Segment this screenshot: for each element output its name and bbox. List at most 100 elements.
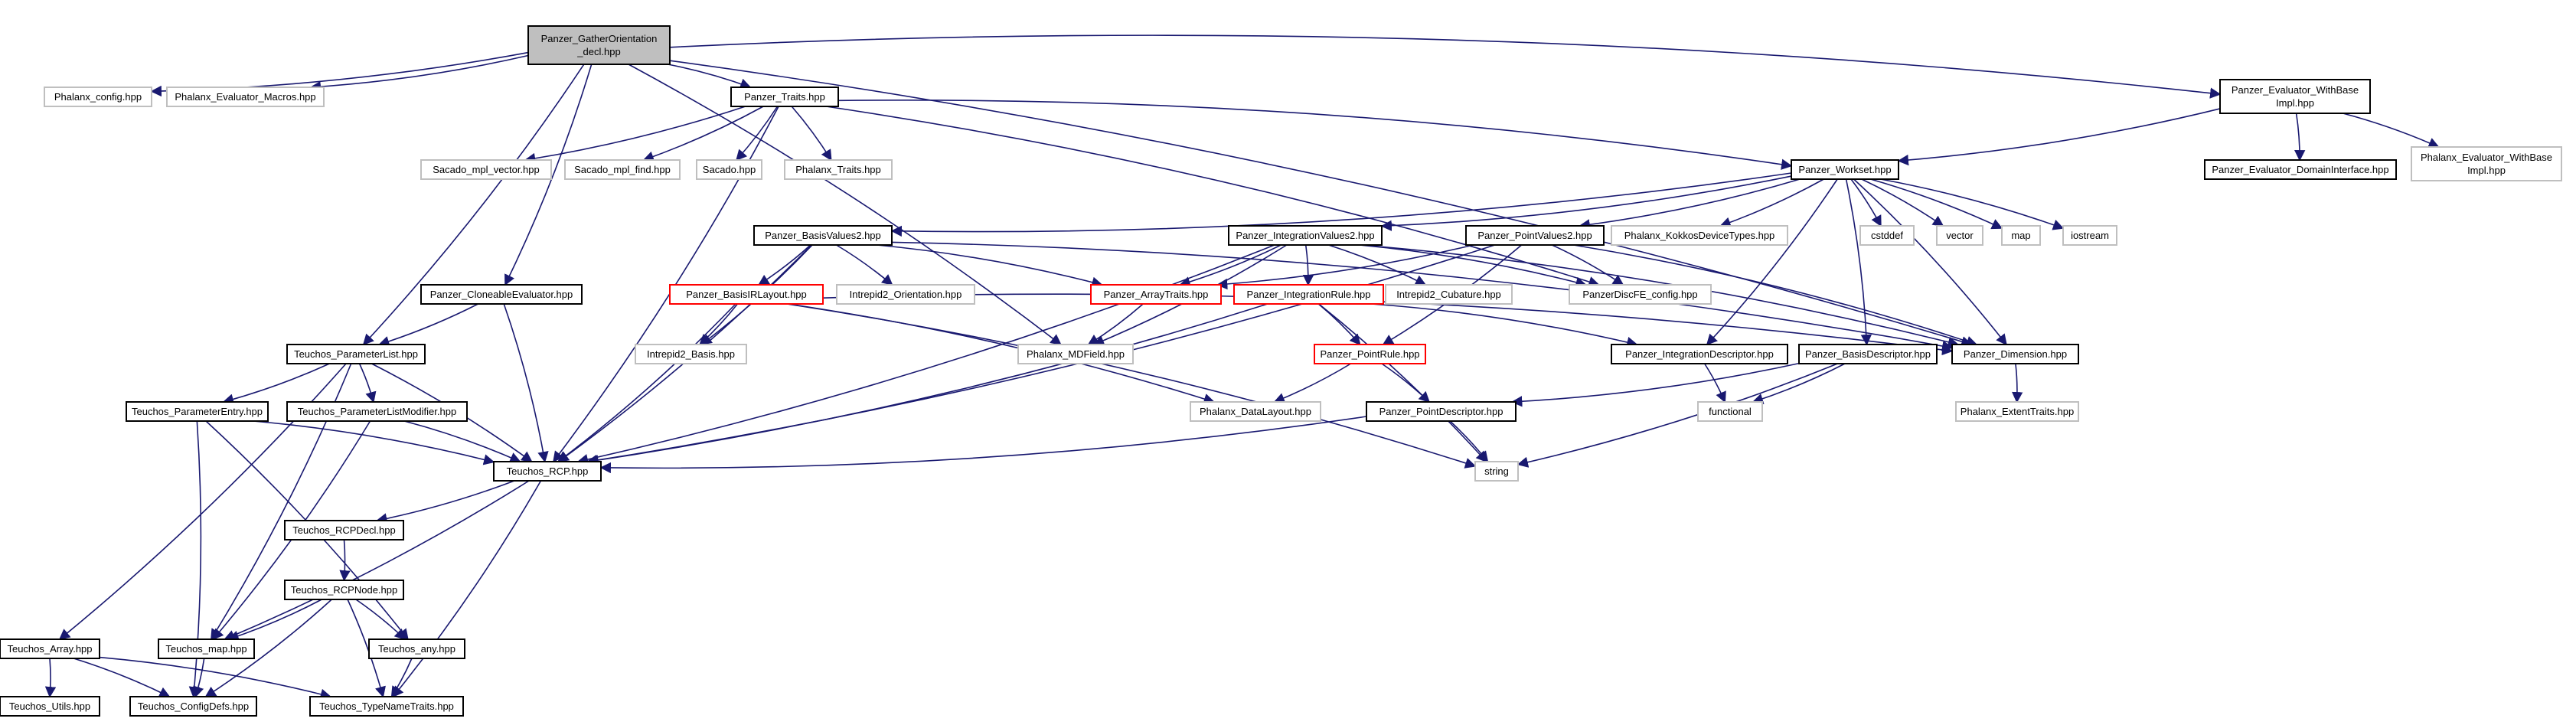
- node-box: [730, 87, 839, 107]
- node-label: Teuchos_map.hpp: [165, 643, 246, 655]
- node-string: string: [1474, 461, 1519, 482]
- node-label: Panzer_PointValues2.hpp: [1477, 230, 1592, 241]
- node-phalanx-kokkosdevicetypes-hpp: Phalanx_KokkosDeviceTypes.hpp: [1611, 225, 1788, 246]
- node-label: Teuchos_RCPDecl.hpp: [292, 524, 395, 536]
- node-box: [1233, 284, 1384, 305]
- edge-n12-to-n22: [836, 244, 893, 286]
- node-label: Teuchos_RCPNode.hpp: [291, 584, 397, 596]
- node-teuchos-typenametraits-hpp[interactable]: Teuchos_TypeNameTraits.hpp: [309, 696, 464, 717]
- node-panzer-pointvalues2-hpp[interactable]: Panzer_PointValues2.hpp: [1465, 225, 1605, 246]
- node-box: [836, 284, 975, 305]
- edge-n43-to-n45: [227, 599, 322, 642]
- edge-n30-to-n36: [1273, 363, 1351, 403]
- node-box: [1314, 344, 1426, 364]
- node-teuchos-map-hpp[interactable]: Teuchos_map.hpp: [158, 638, 255, 659]
- dependency-edges: [44, 34, 2440, 700]
- node-panzer-evaluator-domaininterface-hpp[interactable]: Panzer_Evaluator_DomainInterface.hpp: [2204, 159, 2397, 180]
- node-panzer-integrationrule-hpp[interactable]: Panzer_IntegrationRule.hpp: [1233, 284, 1384, 305]
- node-panzer-basisirlayout-hpp[interactable]: Panzer_BasisIRLayout.hpp: [669, 284, 824, 305]
- node-panzer-basisdescriptor-hpp[interactable]: Panzer_BasisDescriptor.hpp: [1798, 344, 1938, 364]
- dependency-nodes: Panzer_GatherOrientation_decl.hppPhalanx…: [0, 25, 2562, 717]
- node-label: Panzer_IntegrationDescriptor.hpp: [1625, 348, 1774, 360]
- node-box: [1366, 401, 1517, 422]
- node-teuchos-rcpdecl-hpp[interactable]: Teuchos_RCPDecl.hpp: [284, 520, 404, 540]
- node-map: map: [2001, 225, 2041, 246]
- node-teuchos-array-hpp[interactable]: Teuchos_Array.hpp: [0, 638, 100, 659]
- node-panzer-cloneableevaluator-hpp[interactable]: Panzer_CloneableEvaluator.hpp: [420, 284, 583, 305]
- node-sacado-mpl-vector-hpp: Sacado_mpl_vector.hpp: [420, 159, 552, 180]
- edge-n20-to-n40: [503, 303, 549, 463]
- node-teuchos-parameterlist-hpp[interactable]: Teuchos_ParameterList.hpp: [286, 344, 426, 364]
- edge-n9-to-n12: [890, 172, 1792, 237]
- node-label: cstddef: [1871, 230, 1903, 241]
- edge-n34-to-n40: [253, 420, 495, 465]
- edge-n37-to-n40: [599, 416, 1367, 474]
- node-panzer-basisvalues2-hpp[interactable]: Panzer_BasisValues2.hpp: [753, 225, 893, 246]
- node-box: [284, 580, 404, 600]
- node-box: [1611, 225, 1788, 246]
- node-box: [1936, 225, 1983, 246]
- node-panzer-pointdescriptor-hpp[interactable]: Panzer_PointDescriptor.hpp: [1366, 401, 1517, 422]
- node-box: [0, 638, 100, 659]
- node-label: Panzer_Dimension.hpp: [1964, 348, 2067, 360]
- edge-n13-to-n33: [1362, 244, 1960, 348]
- edge-n13-to-n23: [1179, 244, 1281, 288]
- node-teuchos-utils-hpp[interactable]: Teuchos_Utils.hpp: [0, 696, 100, 717]
- node-panzer-workset-hpp[interactable]: Panzer_Workset.hpp: [1791, 159, 1899, 180]
- node-label: string: [1484, 465, 1509, 477]
- edge-n0-to-n29: [628, 64, 1062, 345]
- node-panzer-dimension-hpp[interactable]: Panzer_Dimension.hpp: [1951, 344, 2079, 364]
- node-box: [784, 159, 893, 180]
- node-label: Panzer_PointDescriptor.hpp: [1379, 406, 1503, 417]
- node-teuchos-any-hpp[interactable]: Teuchos_any.hpp: [368, 638, 465, 659]
- node-teuchos-rcpnode-hpp[interactable]: Teuchos_RCPNode.hpp: [284, 580, 404, 600]
- node-vector: vector: [1936, 225, 1983, 246]
- node-teuchos-parameterlistmodifier-hpp[interactable]: Teuchos_ParameterListModifier.hpp: [286, 401, 468, 422]
- node-box: [420, 159, 552, 180]
- node-label: Panzer_ArrayTraits.hpp: [1104, 289, 1209, 300]
- node-box: [126, 401, 269, 422]
- edge-n9-to-n16: [1850, 178, 1882, 227]
- node-panzer-traits-hpp[interactable]: Panzer_Traits.hpp: [730, 87, 839, 107]
- edge-n9-to-n14: [1579, 178, 1801, 230]
- edge-n40-to-n42: [376, 480, 515, 524]
- node-label: Panzer_IntegrationValues2.hpp: [1236, 230, 1374, 241]
- edge-n3-to-n6: [642, 106, 764, 162]
- edge-n9-to-n33: [1853, 178, 2007, 346]
- node-box: [1951, 344, 2079, 364]
- edge-n0-to-n27: [362, 64, 585, 346]
- node-iostream: iostream: [2062, 225, 2117, 246]
- node-label: Phalanx_Evaluator_WithBase: [2421, 152, 2552, 163]
- node-box: [2219, 79, 2371, 114]
- node-label: Intrepid2_Basis.hpp: [647, 348, 735, 360]
- node-panzer-integrationvalues2-hpp[interactable]: Panzer_IntegrationValues2.hpp: [1228, 225, 1383, 246]
- node-intrepid2-orientation-hpp: Intrepid2_Orientation.hpp: [836, 284, 975, 305]
- node-panzer-gatherorientation-decl-hpp[interactable]: Panzer_GatherOrientation_decl.hpp: [527, 25, 671, 65]
- node-teuchos-rcp-hpp[interactable]: Teuchos_RCP.hpp: [493, 461, 602, 482]
- edge-n37-to-n41: [1449, 420, 1489, 463]
- node-panzerdiscfe-config-hpp: PanzerDiscFE_config.hpp: [1569, 284, 1712, 305]
- edge-n44-to-n48: [73, 658, 171, 697]
- node-panzer-arraytraits-hpp[interactable]: Panzer_ArrayTraits.hpp: [1090, 284, 1222, 305]
- node-teuchos-configdefs-hpp[interactable]: Teuchos_ConfigDefs.hpp: [129, 696, 257, 717]
- node-box: [284, 520, 404, 540]
- node-label: Panzer_CloneableEvaluator.hpp: [430, 289, 573, 300]
- node-label: Teuchos_ParameterEntry.hpp: [132, 406, 263, 417]
- node-label: map: [2011, 230, 2030, 241]
- node-label: functional: [1709, 406, 1752, 417]
- node-phalanx-traits-hpp: Phalanx_Traits.hpp: [784, 159, 893, 180]
- edge-n31-to-n38: [1703, 363, 1726, 403]
- edge-n4-to-n11: [2343, 113, 2440, 149]
- node-panzer-integrationdescriptor-hpp[interactable]: Panzer_IntegrationDescriptor.hpp: [1611, 344, 1788, 364]
- node-panzer-pointrule-hpp[interactable]: Panzer_PointRule.hpp: [1314, 344, 1426, 364]
- node-box: [1791, 159, 1899, 180]
- edge-n3-to-n26: [826, 106, 1600, 287]
- edge-n42-to-n43: [339, 539, 351, 582]
- node-teuchos-parameterentry-hpp[interactable]: Teuchos_ParameterEntry.hpp: [126, 401, 269, 422]
- node-label: Panzer_BasisIRLayout.hpp: [686, 289, 807, 300]
- edge-n20-to-n27: [378, 303, 478, 347]
- node-sacado-mpl-find-hpp: Sacado_mpl_find.hpp: [564, 159, 681, 180]
- edge-n43-to-n49: [347, 599, 386, 698]
